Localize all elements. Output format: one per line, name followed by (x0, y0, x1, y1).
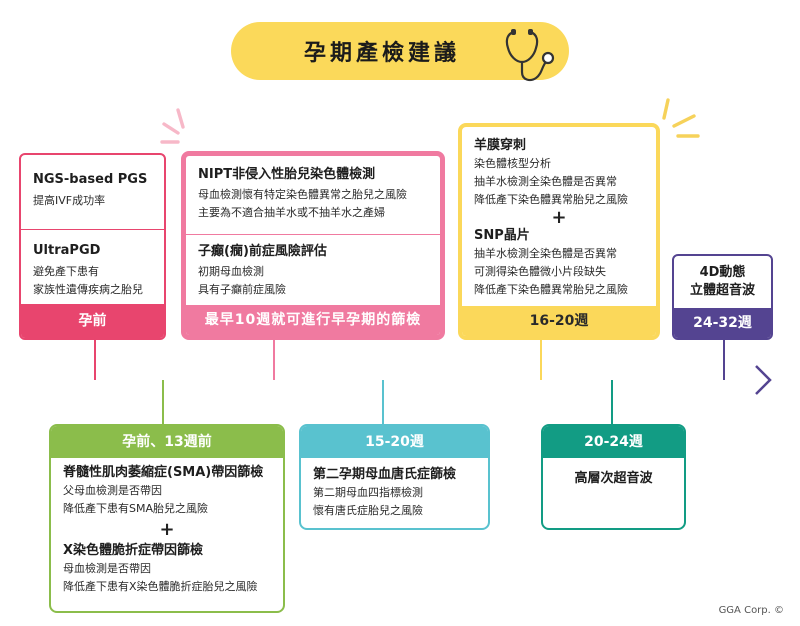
card-heading: 4D動態 (699, 265, 746, 280)
card-label: 16-20週 (462, 306, 656, 336)
card-line: 降低產下染色體異常胎兒之風險 (474, 193, 628, 206)
card-label: 最早10週就可進行早孕期的篩檢 (186, 305, 440, 335)
card-line: 初期母血檢測 (198, 265, 264, 278)
card-label: 24-32週 (674, 308, 771, 338)
card-line: 抽羊水檢測全染色體是否異常 (474, 175, 617, 188)
page-title: 孕期產檢建議 (303, 41, 460, 66)
card-line: 主要為不適合抽羊水或不抽羊水之產婦 (198, 206, 385, 219)
plus-sign: + (551, 207, 567, 228)
card-line: 懷有唐氏症胎兒之風險 (313, 504, 423, 517)
card-line: 降低產下患有X染色體脆折症胎兒之風險 (63, 580, 258, 593)
card-heading: NIPT非侵入性胎兒染色體檢測 (198, 167, 376, 182)
card-15-20-weeks: 15-20週 第二孕期母血唐氏症篩檢 第二期母血四指標檢測 懷有唐氏症胎兒之風險 (299, 424, 490, 530)
card-heading: NGS-based PGS (33, 172, 148, 187)
card-20-24-weeks: 20-24週 高層次超音波 (541, 424, 686, 530)
card-before-13-weeks: 孕前、13週前 脊髓性肌肉萎縮症(SMA)帶因篩檢 父母血檢測是否帶因 降低產下… (49, 424, 285, 613)
card-heading: 羊膜穿刺 (474, 138, 527, 153)
card-label: 孕前、13週前 (51, 426, 283, 458)
card-line: 提高IVF成功率 (33, 194, 106, 207)
card-label: 20-24週 (543, 426, 684, 458)
card-early-screening: NIPT非侵入性胎兒染色體檢測 母血檢測懷有特定染色體異常之胎兒之風險 主要為不… (181, 151, 445, 340)
credit-text: GGA Corp. © (718, 605, 784, 616)
card-pre-pregnancy: NGS-based PGS 提高IVF成功率 UltraPGD 避免產下患有 家… (19, 153, 166, 340)
card-heading: UltraPGD (33, 243, 101, 258)
card-24-32-weeks: 4D動態 立體超音波 24-32週 (672, 254, 773, 340)
sparkle-pink-icon (160, 108, 185, 144)
card-heading: 子癲(癇)前症風險評估 (198, 244, 327, 259)
stethoscope-icon (505, 29, 555, 82)
card-heading: 第二孕期母血唐氏症篩檢 (313, 467, 457, 482)
card-line: 父母血檢測是否帶因 (63, 484, 162, 497)
card-line: 母血檢測懷有特定染色體異常之胎兒之風險 (198, 188, 407, 201)
card-label: 15-20週 (301, 426, 488, 458)
arrow-head-icon (755, 365, 772, 395)
plus-sign: + (159, 519, 175, 540)
sparkle-yellow-icon (662, 98, 700, 138)
card-line: 降低產下染色體異常胎兒之風險 (474, 283, 628, 296)
card-line: 抽羊水檢測全染色體是否異常 (474, 247, 617, 260)
card-line: 可測得染色體微小片段缺失 (474, 265, 606, 278)
card-line: 母血檢測是否帶因 (63, 562, 151, 575)
card-16-20-weeks: 羊膜穿刺 染色體核型分析 抽羊水檢測全染色體是否異常 降低產下染色體異常胎兒之風… (458, 123, 660, 340)
card-line: 立體超音波 (689, 283, 755, 298)
card-label: 孕前 (21, 304, 164, 338)
card-heading: SNP晶片 (474, 228, 530, 243)
card-line: 染色體核型分析 (474, 157, 551, 170)
card-heading: X染色體脆折症帶因篩檢 (63, 543, 204, 558)
card-line: 第二期母血四指標檢測 (313, 486, 423, 499)
card-heading: 脊髓性肌肉萎縮症(SMA)帶因篩檢 (63, 465, 264, 480)
card-line: 避免產下患有 (33, 265, 99, 278)
card-line: 具有子癲前症風險 (198, 283, 286, 296)
card-line: 家族性遺傳疾病之胎兒 (33, 283, 143, 296)
card-heading: 高層次超音波 (574, 471, 653, 486)
card-line: 降低產下患有SMA胎兒之風險 (63, 502, 208, 515)
